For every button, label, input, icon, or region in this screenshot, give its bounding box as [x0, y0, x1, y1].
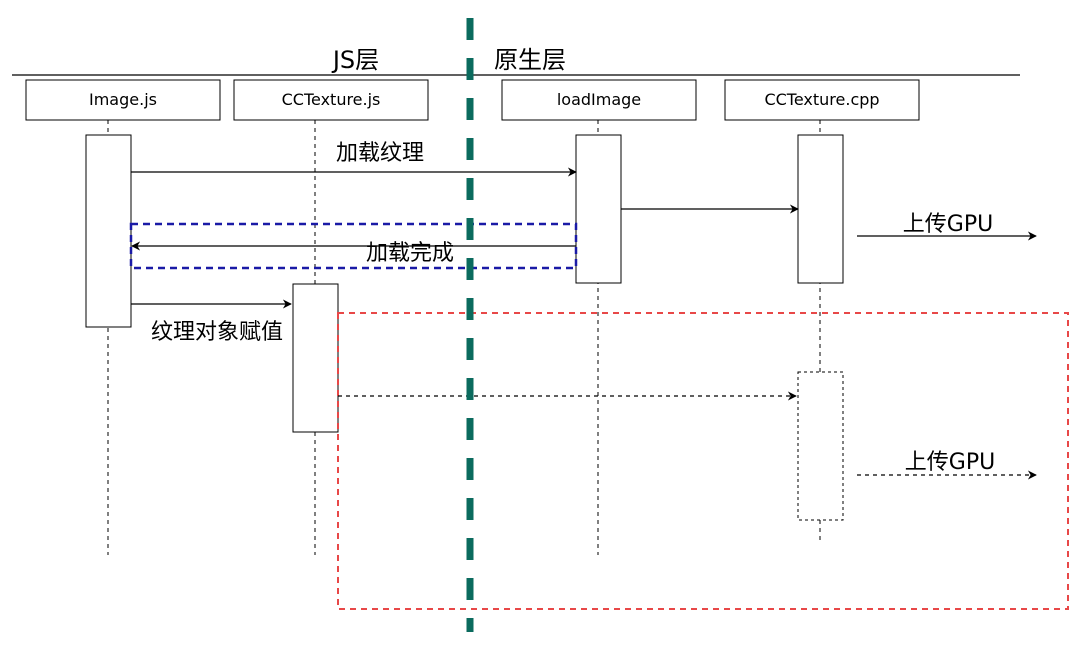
activation-cctexture-cpp-async [797, 371, 844, 521]
activation-image-js [85, 134, 132, 328]
js-layer-label: JS层 [331, 46, 379, 74]
actor-label: loadImage [557, 90, 641, 109]
actor-loadimage: loadImage [501, 79, 697, 121]
actor-label: CCTexture.cpp [764, 90, 879, 109]
actor-cctexture-js: CCTexture.js [233, 79, 429, 121]
activation-cctexture-js [292, 283, 339, 433]
activation-cctexture-cpp [797, 134, 844, 284]
label-load-texture: 加载纹理 [336, 141, 424, 166]
label-load-complete: 加载完成 [366, 241, 454, 266]
activation-loadimage [575, 134, 622, 284]
blue-highlight-box [129, 222, 578, 270]
native-layer-label: 原生层 [494, 46, 566, 74]
label-assign-texture: 纹理对象赋值 [151, 320, 283, 345]
actor-cctexture-cpp: CCTexture.cpp [724, 79, 920, 121]
label-upload-gpu-1: 上传GPU [903, 212, 993, 237]
red-highlight-box [337, 312, 1069, 610]
actor-label: CCTexture.js [282, 90, 381, 109]
actor-image-js: Image.js [25, 79, 221, 121]
actor-label: Image.js [89, 90, 157, 109]
label-upload-gpu-2: 上传GPU [905, 450, 995, 475]
